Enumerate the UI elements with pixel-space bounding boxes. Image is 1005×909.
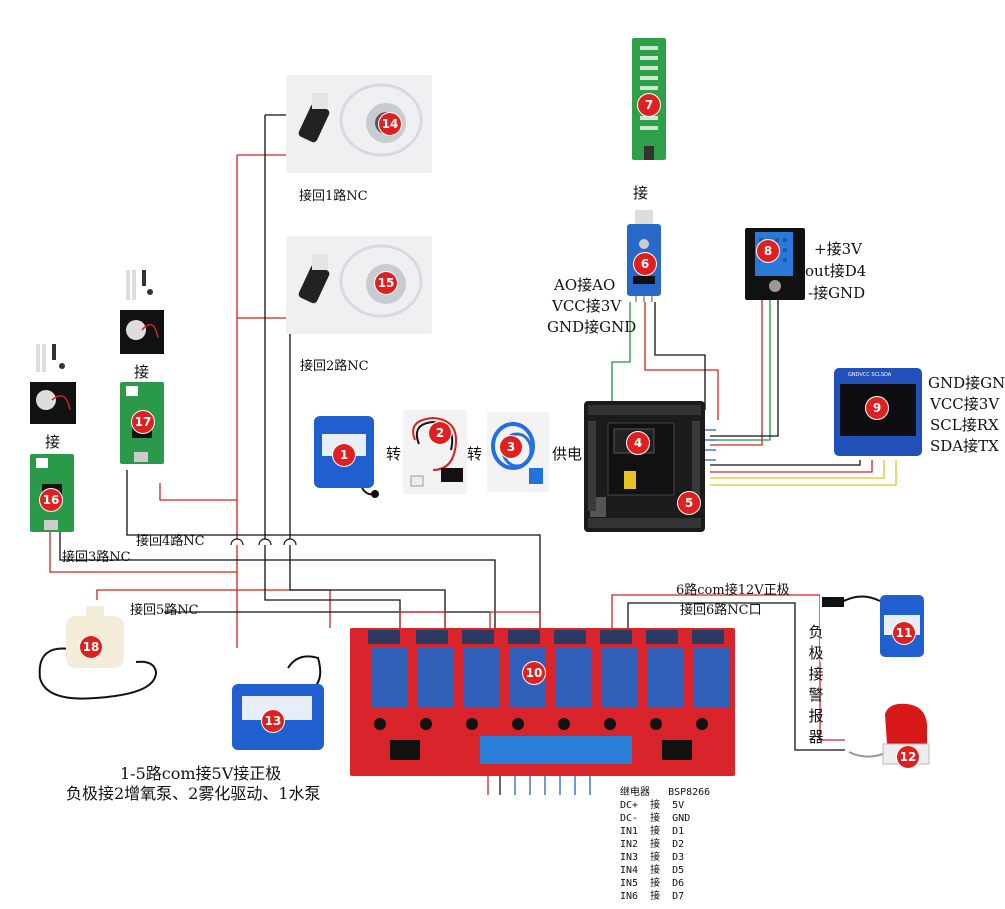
badge-1: 1 <box>333 444 355 466</box>
esp8266-expansion-board <box>584 401 705 532</box>
pin-row: IN2 接 D2 <box>620 839 685 850</box>
com6-label: 6路com接12V正极 <box>676 583 790 598</box>
battery-note-line2: 负极接2增氧泵、2雾化驱动、1水泵 <box>66 784 321 803</box>
return-label-3: 接回3路NC <box>62 550 131 565</box>
relay-pin-table: 继电器 BSP8266 DC+ 接 5V DC- 接 GND IN1 接 D1 … <box>620 786 710 903</box>
battery-11 <box>820 585 928 663</box>
badge-11: 11 <box>893 622 915 644</box>
oled-gnd-label: GND接GND <box>928 374 1005 392</box>
badge-9: 9 <box>866 397 888 419</box>
atomizer-parts-16 <box>30 340 76 424</box>
return-label-5: 接回5路NC <box>130 603 199 618</box>
pin-row: IN3 接 D3 <box>620 852 685 863</box>
badge-13: 13 <box>262 710 284 732</box>
vertical-note: 负极接警报器 <box>808 623 824 746</box>
badge-2: 2 <box>429 422 451 444</box>
badge-16: 16 <box>40 489 62 511</box>
sensor6-ao-label: AO接AO <box>554 276 616 294</box>
connect-label-16: 接 <box>45 433 61 451</box>
convert-label-2: 转 <box>467 445 483 463</box>
dht-sensor-8 <box>745 228 805 300</box>
return-label-2: 接回2路NC <box>300 359 369 374</box>
pin-row: IN5 接 D6 <box>620 878 685 889</box>
badge-7: 7 <box>638 94 660 116</box>
sensor6-gnd-label: GND接GND <box>547 318 637 336</box>
pin-row: IN6 接 D7 <box>620 891 685 902</box>
pin-table-header: 继电器 BSP8266 <box>620 787 711 798</box>
badge-12: 12 <box>897 746 919 768</box>
alarm-light-12 <box>845 700 931 776</box>
pin-row: IN4 接 D5 <box>620 865 685 876</box>
battery-13 <box>228 648 328 754</box>
pin-row: DC- 接 GND <box>620 813 691 824</box>
return-label-6: 接回6路NC口 <box>680 603 762 618</box>
return-label-1: 接回1路NC <box>299 189 368 204</box>
badge-18: 18 <box>80 636 102 658</box>
badge-15: 15 <box>375 272 397 294</box>
badge-4: 4 <box>627 432 649 454</box>
oled-sda-label: SDA接TX <box>930 437 999 455</box>
connect-label-7: 接 <box>633 184 649 202</box>
dht-out-label: out接D4 <box>805 262 867 280</box>
return-label-4: 接回4路NC <box>136 534 205 549</box>
atomizer-parts-17 <box>120 266 164 356</box>
pin-row: DC+ 接 5V <box>620 800 685 811</box>
badge-10: 10 <box>523 662 545 684</box>
oled-pin-text: GNDVCC SCLSDA <box>848 372 892 378</box>
convert-label-1: 转 <box>386 445 402 463</box>
relay-module-10 <box>350 628 735 776</box>
air-pump-14 <box>286 75 432 173</box>
badge-8: 8 <box>757 240 779 262</box>
sensor6-vcc-label: VCC接3V <box>552 297 622 315</box>
dht-gnd-label: -接GND <box>808 284 866 302</box>
dht-vcc-label: +接3V <box>814 240 862 258</box>
badge-14: 14 <box>379 113 401 135</box>
connect-label-17: 接 <box>134 363 150 381</box>
power-supply-label: 供电 <box>552 445 583 463</box>
pin-row: IN1 接 D1 <box>620 826 685 837</box>
oled-vcc-label: VCC接3V <box>930 395 1000 413</box>
badge-17: 17 <box>132 411 154 433</box>
oled-scl-label: SCL接RX <box>930 416 999 434</box>
air-pump-15 <box>286 236 432 334</box>
badge-5: 5 <box>678 492 700 514</box>
badge-6: 6 <box>634 253 656 275</box>
badge-3: 3 <box>500 436 522 458</box>
battery-note-line1: 1-5路com接5V接正极 <box>120 764 282 783</box>
